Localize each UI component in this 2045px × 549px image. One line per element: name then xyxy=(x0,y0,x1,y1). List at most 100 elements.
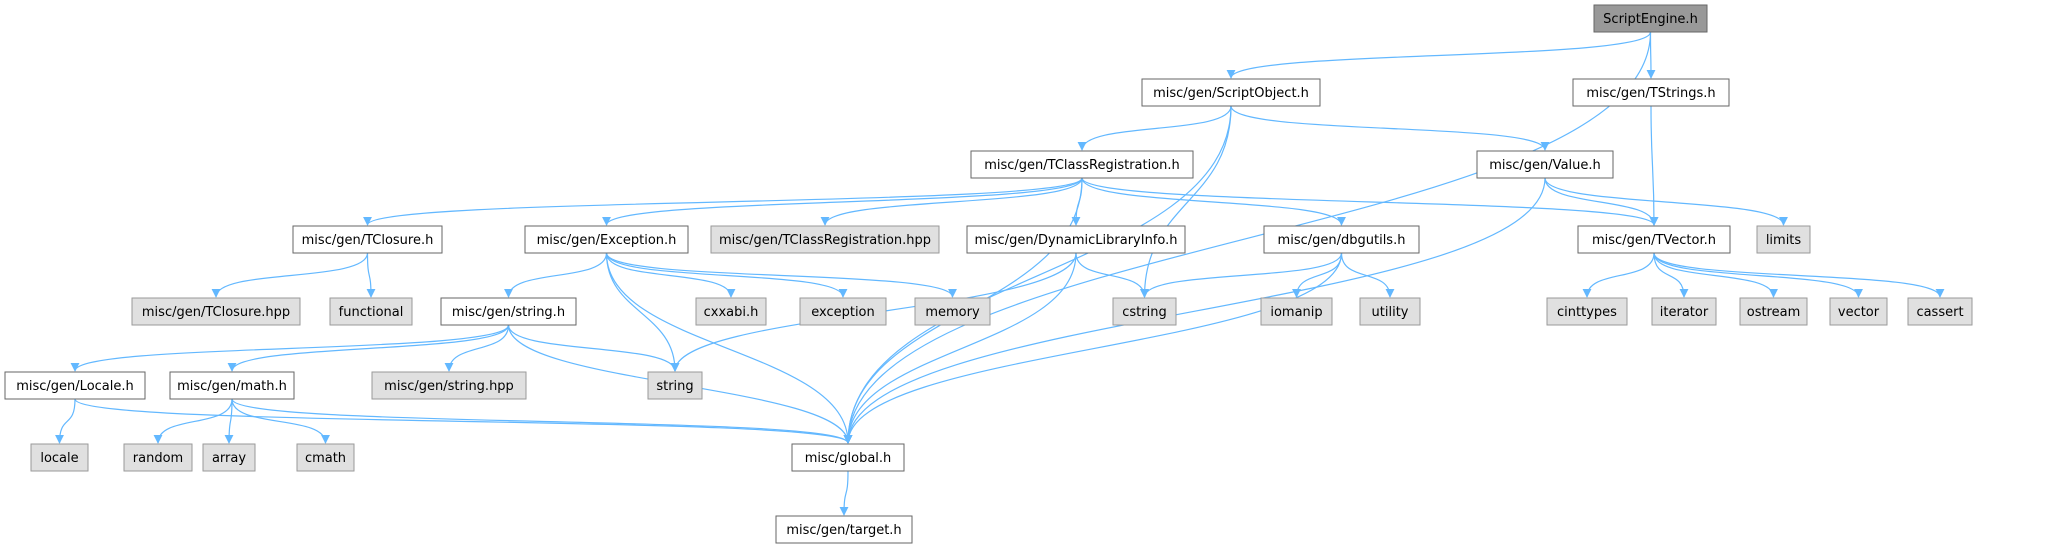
node-cinttypes: cinttypes xyxy=(1546,297,1628,326)
edge-dbgutils-to-global xyxy=(843,252,1343,444)
node-label: iterator xyxy=(1660,305,1709,320)
edge-tclosure-to-tclosure_hpp xyxy=(211,252,369,298)
node-label: cmath xyxy=(305,451,346,466)
edge-tvector-to-iterator xyxy=(1653,252,1689,298)
node-label: exception xyxy=(811,305,875,320)
edge-dynlib-to-cstring xyxy=(1075,252,1149,298)
edge-scriptengine-to-scriptobject xyxy=(1226,31,1652,79)
node-string: string xyxy=(647,371,703,400)
node-cxxabi: cxxabi.h xyxy=(695,297,767,326)
node-box xyxy=(970,150,1194,179)
edge-tvector-to-cassert xyxy=(1653,252,1945,298)
edge-tvector-to-cinttypes xyxy=(1582,252,1655,298)
node-box xyxy=(966,225,1186,254)
node-memory: memory xyxy=(914,297,991,326)
edge-tclassreg-to-tclosure xyxy=(363,177,1083,226)
node-box xyxy=(775,515,913,544)
node-box xyxy=(4,371,146,400)
node-label: functional xyxy=(339,305,404,320)
node-ostream: ostream xyxy=(1739,297,1808,326)
node-label: misc/global.h xyxy=(805,451,892,466)
node-box xyxy=(914,297,991,326)
node-scriptengine[interactable]: ScriptEngine.h xyxy=(1593,4,1708,33)
node-utility: utility xyxy=(1359,297,1421,326)
node-box xyxy=(524,225,689,254)
node-box xyxy=(1141,78,1321,107)
node-label: misc/gen/Exception.h xyxy=(537,233,677,248)
node-locale_h[interactable]: misc/gen/Locale.h xyxy=(4,371,146,400)
edge-tclassreg-to-dbgutils xyxy=(1081,177,1346,226)
node-box xyxy=(202,443,256,472)
node-box xyxy=(30,443,89,472)
node-tclassreg_hpp: misc/gen/TClassRegistration.hpp xyxy=(710,225,940,254)
node-dynlib[interactable]: misc/gen/DynamicLibraryInfo.h xyxy=(966,225,1186,254)
node-tclassreg[interactable]: misc/gen/TClassRegistration.h xyxy=(970,150,1194,179)
edge-exception_h-to-memory xyxy=(605,252,957,298)
node-box xyxy=(131,297,301,326)
node-tstrings[interactable]: misc/gen/TStrings.h xyxy=(1572,78,1730,107)
edge-exception_h-to-exception xyxy=(605,252,848,298)
node-cassert: cassert xyxy=(1907,297,1973,326)
edge-math_h-to-array xyxy=(224,398,234,444)
edge-exception_h-to-string_h xyxy=(504,252,608,298)
edge-string_h-to-string_hpp xyxy=(444,324,510,372)
node-label: misc/gen/TClassRegistration.hpp xyxy=(719,233,931,248)
node-label: misc/gen/string.hpp xyxy=(384,379,514,394)
edge-dbgutils-to-cstring xyxy=(1140,252,1343,298)
edge-tclassreg-to-tclassreg_hpp xyxy=(820,177,1083,226)
node-exception_h[interactable]: misc/gen/Exception.h xyxy=(524,225,689,254)
node-global[interactable]: misc/global.h xyxy=(791,443,905,472)
node-label: misc/gen/math.h xyxy=(177,379,287,394)
node-box xyxy=(329,297,413,326)
node-box xyxy=(647,371,703,400)
node-tclosure[interactable]: misc/gen/TClosure.h xyxy=(292,225,443,254)
edge-scriptobject-to-cstring xyxy=(1140,105,1232,298)
node-iterator: iterator xyxy=(1651,297,1717,326)
edge-global-to-target xyxy=(839,470,849,516)
node-label: misc/gen/TVector.h xyxy=(1592,233,1716,248)
node-cstring: cstring xyxy=(1112,297,1177,326)
node-box xyxy=(791,443,905,472)
node-box xyxy=(292,225,443,254)
node-label: memory xyxy=(925,305,980,320)
edge-dbgutils-to-utility xyxy=(1340,252,1395,298)
edge-dynlib-to-global xyxy=(843,252,1077,444)
edge-scriptobject-to-tclassreg xyxy=(1077,105,1232,151)
node-label: iomanip xyxy=(1270,305,1322,320)
node-dbgutils[interactable]: misc/gen/dbgutils.h xyxy=(1263,225,1420,254)
node-limits: limits xyxy=(1756,225,1811,254)
node-locale: locale xyxy=(30,443,89,472)
node-label: misc/gen/dbgutils.h xyxy=(1278,233,1406,248)
edge-math_h-to-cmath xyxy=(231,398,330,444)
edge-exception_h-to-global xyxy=(605,252,853,444)
edge-math_h-to-global xyxy=(231,398,853,444)
node-box xyxy=(1577,225,1731,254)
node-label: limits xyxy=(1766,233,1802,248)
node-box xyxy=(799,297,887,326)
edge-scriptengine-to-global xyxy=(843,31,1652,444)
node-functional: functional xyxy=(329,297,413,326)
node-box xyxy=(1263,225,1420,254)
node-label: misc/gen/string.h xyxy=(452,305,565,320)
node-random: random xyxy=(123,443,193,472)
node-value[interactable]: misc/gen/Value.h xyxy=(1476,150,1614,179)
node-label: vector xyxy=(1838,305,1880,320)
node-array: array xyxy=(202,443,256,472)
edge-locale_h-to-locale xyxy=(55,398,76,444)
edge-tclassreg-to-tvector xyxy=(1081,177,1659,226)
edge-value-to-global xyxy=(843,177,1546,444)
edge-exception_h-to-cxxabi xyxy=(605,252,736,298)
node-label: misc/gen/TClosure.h xyxy=(302,233,434,248)
edge-tvector-to-ostream xyxy=(1653,252,1778,298)
node-label: random xyxy=(133,451,183,466)
node-target[interactable]: misc/gen/target.h xyxy=(775,515,913,544)
node-math_h[interactable]: misc/gen/math.h xyxy=(169,371,295,400)
node-string_h[interactable]: misc/gen/string.h xyxy=(440,297,577,326)
node-label: misc/gen/Value.h xyxy=(1489,158,1601,173)
node-box xyxy=(1476,150,1614,179)
node-tvector[interactable]: misc/gen/TVector.h xyxy=(1577,225,1731,254)
node-label: misc/gen/Locale.h xyxy=(16,379,134,394)
node-box xyxy=(296,443,355,472)
node-scriptobject[interactable]: misc/gen/ScriptObject.h xyxy=(1141,78,1321,107)
